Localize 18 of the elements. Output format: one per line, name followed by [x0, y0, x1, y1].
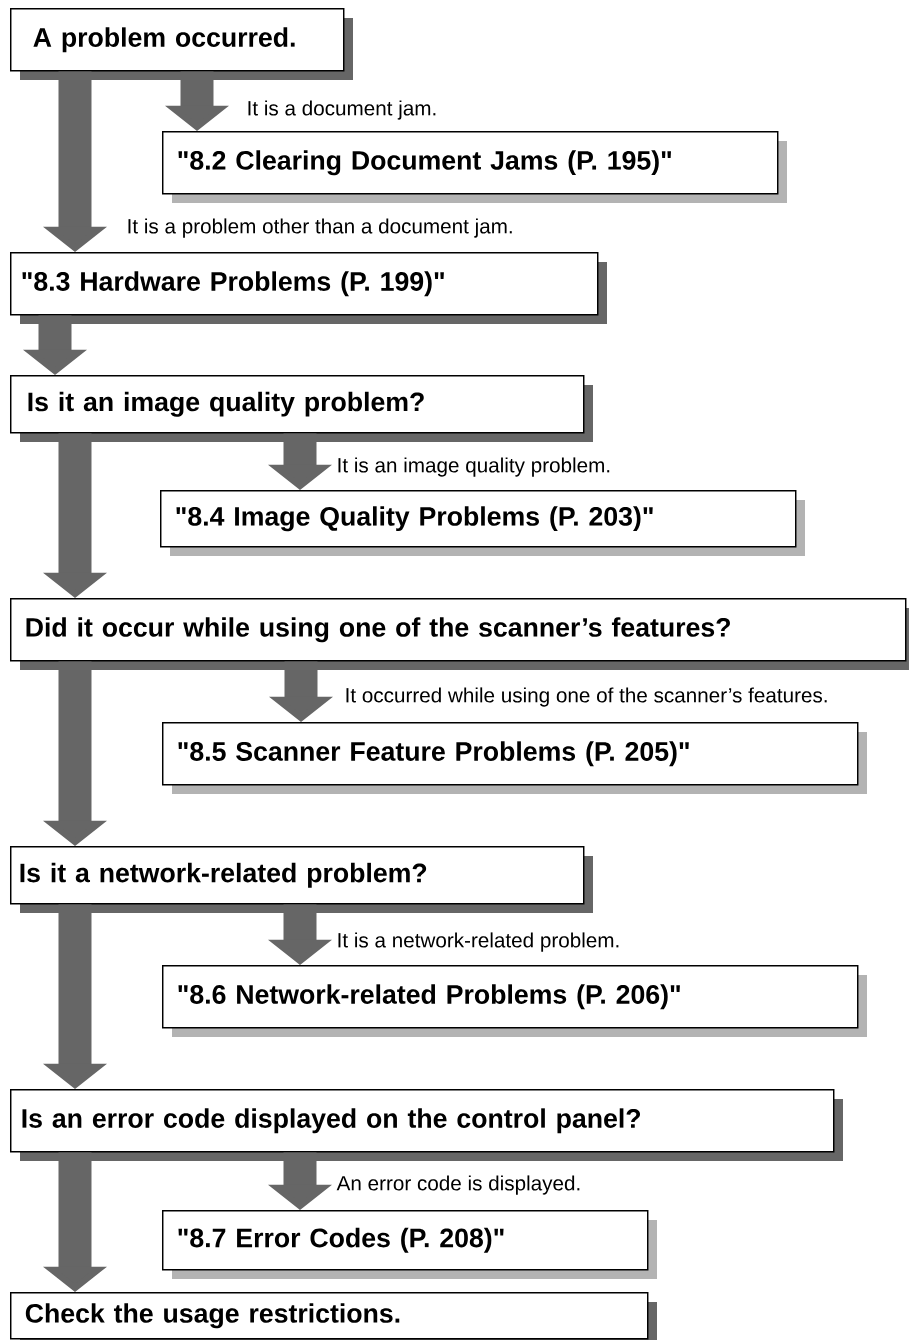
- question-box: Is it a network-related problem?: [10, 846, 593, 913]
- edge-label: An error code is displayed.: [335, 1174, 583, 1196]
- reference-box: "8.5 Scanner Feature Problems (P. 205)": [162, 722, 867, 794]
- question-box: Check the usage restrictions.: [10, 1292, 657, 1340]
- reference-box: "8.2 Clearing Document Jams (P. 195)": [162, 131, 787, 203]
- question-box: A problem occurred.: [10, 8, 353, 80]
- edge-label: It is a network-related problem.: [335, 931, 622, 953]
- reference-box: "8.4 Image Quality Problems (P. 203)": [160, 490, 805, 556]
- question-box: Is an error code displayed on the control panel?: [10, 1089, 843, 1161]
- reference-box: "8.7 Error Codes (P. 208)": [162, 1210, 657, 1279]
- edge-label: It is a problem other than a document jam.: [125, 217, 516, 239]
- edge-label: It is a document jam.: [245, 99, 439, 121]
- question-box: Did it occur while using one of the scanner’s features?: [10, 598, 909, 670]
- edge-label: It is an image quality problem.: [335, 456, 613, 478]
- question-box: "8.3 Hardware Problems (P. 199)": [10, 252, 607, 324]
- question-box: Is it an image quality problem?: [10, 375, 593, 442]
- reference-box: "8.6 Network-related Problems (P. 206)": [162, 965, 867, 1037]
- edge-label: It occurred while using one of the scanner’s features.: [343, 686, 830, 708]
